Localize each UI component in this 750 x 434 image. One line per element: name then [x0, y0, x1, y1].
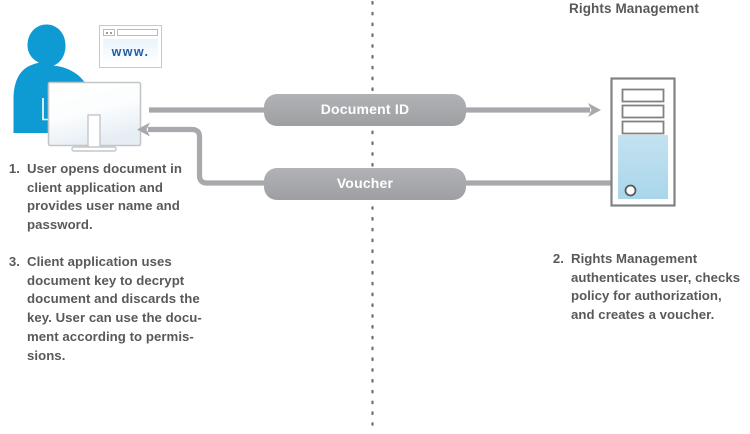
- steps-right-list: 2. Rights Management authenticates user,…: [552, 250, 742, 325]
- pill-document-id: [264, 94, 466, 126]
- pill-voucher: [264, 168, 466, 200]
- step-number: 3.: [8, 253, 20, 269]
- monitor-icon: [47, 81, 142, 152]
- flow-arrow-document-id: [149, 103, 601, 117]
- step-number: 2.: [552, 251, 564, 266]
- browser-control-dot: [110, 31, 112, 34]
- step-number: 1.: [8, 161, 20, 176]
- flow-arrow-voucher: [137, 122, 612, 186]
- browser-www-text: www.: [111, 44, 150, 59]
- server-tower-icon: [610, 77, 676, 207]
- browser-address-bar: [117, 29, 158, 36]
- browser-titlebar: [103, 29, 158, 36]
- step-text: User opens document in client applicatio…: [27, 161, 182, 233]
- browser-content-area: www.: [103, 39, 158, 64]
- list-item: 3. Client application uses document key …: [8, 253, 208, 365]
- rights-management-title: Rights Management: [569, 1, 699, 16]
- step-text: Client application uses document key to …: [27, 253, 202, 363]
- list-item: 2. Rights Management authenticates user,…: [552, 250, 742, 325]
- browser-window-icon: www.: [99, 25, 162, 68]
- browser-control-dot: [106, 31, 108, 34]
- steps-left-list: 1. User opens document in client applica…: [8, 160, 208, 365]
- step-text: Rights Management authenticates user, ch…: [571, 251, 741, 323]
- browser-window-controls: [103, 29, 115, 36]
- list-item: 1. User opens document in client applica…: [8, 160, 208, 235]
